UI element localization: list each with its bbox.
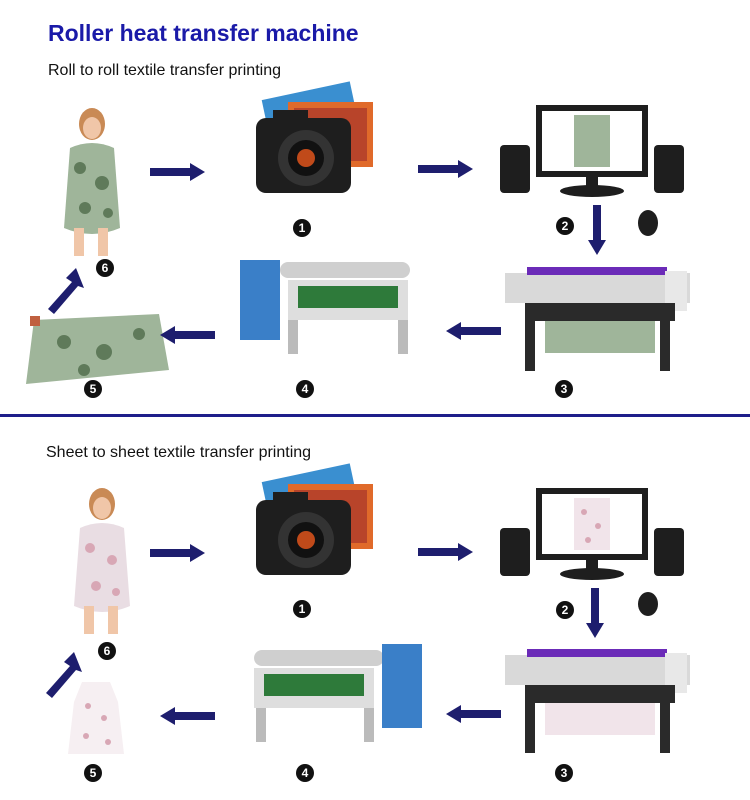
step-6-number: 6	[96, 259, 114, 277]
step-6-number: 6	[98, 642, 116, 660]
step-5-number: 5	[84, 380, 102, 398]
step-3-number: 3	[555, 764, 573, 782]
step-5-number: 5	[84, 764, 102, 782]
computer-icon	[500, 488, 684, 616]
printer-icon	[505, 649, 690, 753]
heat-press-icon	[254, 644, 422, 742]
heat-press-icon	[240, 260, 410, 354]
section-1-heading: Roll to roll textile transfer printing	[48, 62, 281, 79]
printer-icon	[505, 267, 690, 371]
arrow-right-icon	[418, 160, 473, 178]
step-2-number: 2	[556, 601, 574, 619]
step-1-number: 1	[293, 600, 311, 618]
section-2-heading: Sheet to sheet textile transfer printing	[46, 444, 312, 461]
step-2-number: 2	[556, 217, 574, 235]
step-4-number: 4	[296, 764, 314, 782]
arrow-up-icon	[48, 268, 84, 314]
step-1-number: 1	[293, 219, 311, 237]
camera-icon	[256, 463, 373, 575]
fabric-sheet-icon	[68, 682, 124, 754]
arrow-down-icon	[588, 205, 606, 255]
arrow-left-icon	[446, 705, 501, 723]
arrow-up-icon	[46, 652, 82, 698]
arrow-left-icon	[160, 707, 215, 725]
arrow-left-icon	[160, 326, 215, 344]
arrow-down-icon	[586, 588, 604, 638]
step-3-number: 3	[555, 380, 573, 398]
section-divider	[0, 414, 750, 417]
step-4-number: 4	[296, 380, 314, 398]
page-title: Roller heat transfer machine	[48, 20, 359, 46]
dress-model-icon	[64, 108, 120, 256]
arrow-right-icon	[150, 163, 205, 181]
computer-icon	[500, 105, 684, 236]
camera-icon	[256, 81, 373, 193]
fabric-roll-icon	[26, 314, 169, 384]
arrow-right-icon	[418, 543, 473, 561]
dress-model-icon	[74, 488, 130, 634]
arrow-right-icon	[150, 544, 205, 562]
arrow-left-icon	[446, 322, 501, 340]
